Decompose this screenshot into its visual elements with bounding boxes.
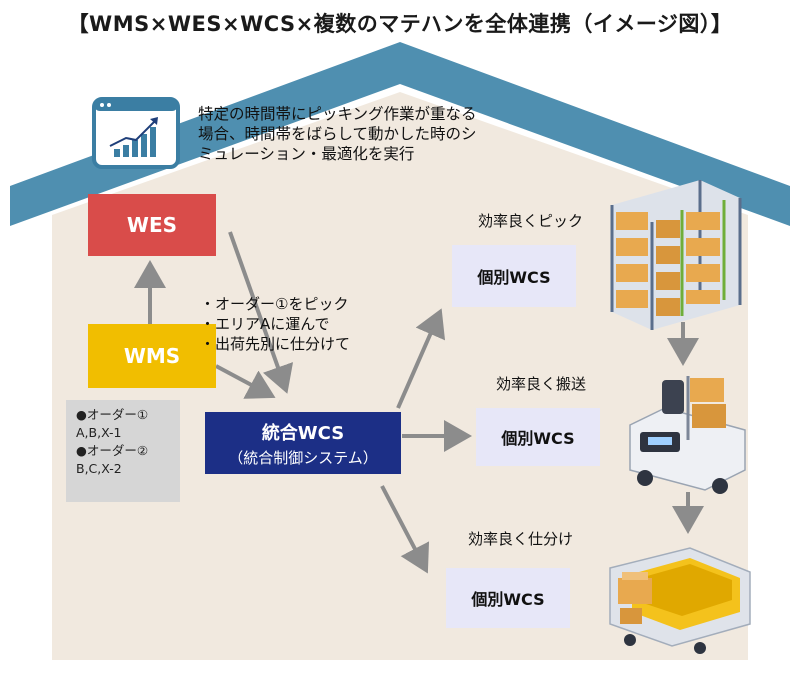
order-line: ●オーダー② [76,443,149,458]
integrated-wcs-label: 統合WCS [261,422,345,444]
individual-wcs-pick: 個別WCS [452,245,576,307]
wms-box: WMS [88,324,216,388]
instruction-list: ・オーダー①をピック ・エリアAに運んで ・出荷先別に仕分けて [200,294,420,354]
agv-forklift-icon [629,376,746,494]
simulation-line: 特定の時間帯にピッキング作業が重なる [198,105,477,123]
label-efficient-carry: 効率良く搬送 [496,375,587,393]
individual-wcs-carry: 個別WCS [476,408,600,466]
order-line: ●オーダー① [76,407,149,422]
house-body [52,92,748,660]
arrow-wcs-to-wcs1 [396,308,446,409]
integrated-wcs-box: 統合WCS （統合制御システム） [205,412,401,474]
simulation-note: 特定の時間帯にピッキング作業が重なる 場合、時間帯をばらして動かした時のシ ミュ… [198,104,578,164]
order-line: B,C,X-2 [76,461,122,476]
simulation-line: ミュレーション・最適化を実行 [198,145,415,163]
arrow-wes-to-wcs [228,231,294,394]
individual-wcs-sort: 個別WCS [446,568,570,628]
integrated-wcs-sublabel: （統合制御システム） [228,448,378,467]
label-efficient-sort: 効率良く仕分け [468,530,574,548]
page-title: 【WMS×WES×WCS×複数のマテハンを全体連携（イメージ図）】 [67,12,733,36]
wes-box: WES [88,194,216,256]
instruction-line: ・エリアAに運んで [200,315,330,333]
order-list: ●オーダー① A,B,X-1 ●オーダー② B,C,X-2 [66,400,180,502]
arrow-wms-to-wcs [215,364,276,399]
pallet-rack-icon [610,180,742,330]
instruction-line: ・出荷先別に仕分けて [200,335,351,353]
sorting-bin-icon [609,547,751,654]
arrow-wcs-to-wcs3 [380,485,430,574]
instruction-line: ・オーダー①をピック [200,295,349,313]
label-efficient-pick: 効率良くピック [478,212,584,230]
simulation-line: 場合、時間帯をばらして動かした時のシ [198,125,477,143]
order-line: A,B,X-1 [76,425,122,440]
chart-growth-icon [92,97,180,169]
